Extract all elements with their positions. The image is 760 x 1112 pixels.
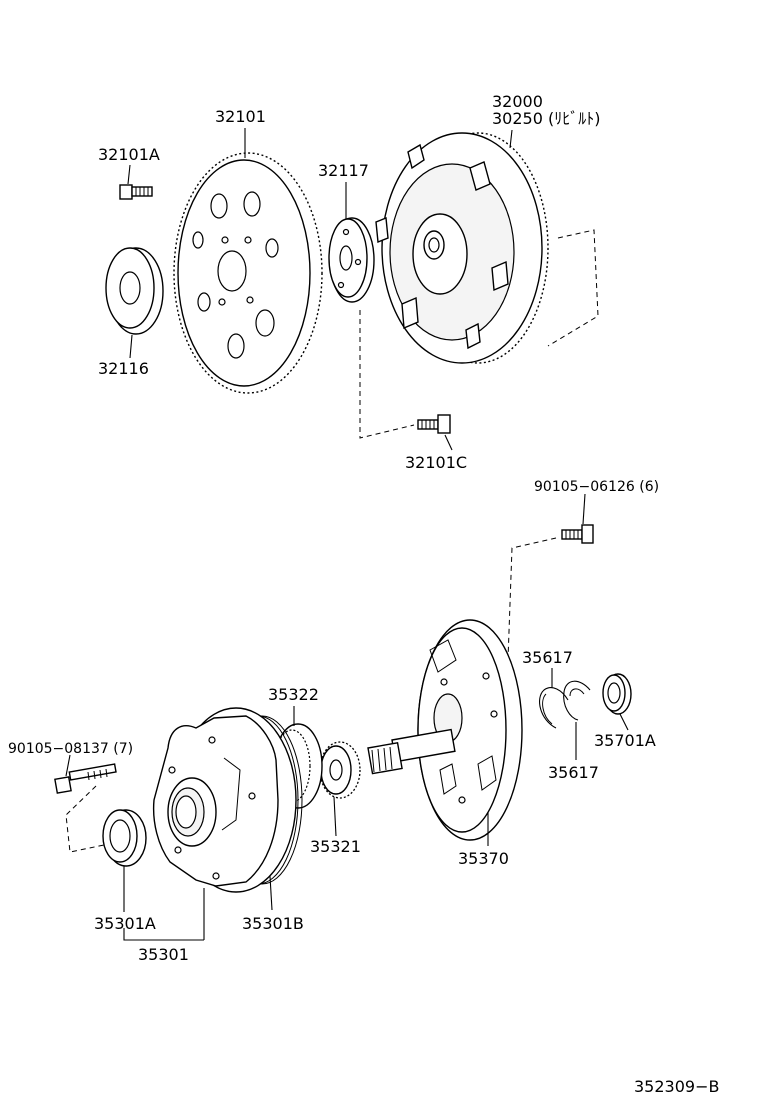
drive-plate-32117 [328, 217, 375, 303]
bolt-32101a [119, 184, 153, 200]
dashed-outline-converter [547, 229, 599, 347]
spacer-32116 [105, 247, 164, 335]
leader-90105-08137 [65, 754, 71, 777]
leader-32101c-label [444, 434, 453, 451]
label-35370: 35370 [458, 849, 509, 868]
leader-35701a [619, 713, 629, 731]
leader-32116 [129, 334, 133, 359]
leader-35321 [333, 796, 337, 837]
leader-32000 [509, 129, 513, 149]
dashed-leader-32101c [359, 310, 415, 439]
bracket-35301 [123, 928, 204, 941]
leader-32101a [127, 164, 131, 185]
label-35301b: 35301B [242, 914, 304, 933]
bolt-32101c [417, 414, 451, 434]
seal-ring-35701a [602, 673, 632, 715]
label-32116: 32116 [98, 359, 149, 378]
label-35617-bottom: 35617 [548, 763, 599, 782]
bolt-90105-06126 [561, 524, 594, 544]
flexplate-32101 [173, 152, 323, 394]
label-32000: 32000 [492, 92, 543, 111]
label-35701a: 35701A [594, 731, 656, 750]
label-90105-08137: 90105−08137 (7) [8, 741, 133, 757]
label-32117: 32117 [318, 161, 369, 180]
diagram-code: 352309−B [634, 1077, 719, 1096]
label-35321: 35321 [310, 837, 361, 856]
label-90105-06126: 90105−06126 (6) [534, 479, 659, 495]
label-30250: 30250 (ﾘﾋﾞﾙﾄ) [492, 109, 600, 128]
dashed-leader-bolt [65, 785, 105, 853]
label-35322: 35322 [268, 685, 319, 704]
label-35301: 35301 [138, 945, 189, 964]
snap-ring-35617-top [539, 687, 569, 729]
label-32101: 32101 [215, 107, 266, 126]
label-35617-top: 35617 [522, 648, 573, 667]
torque-converter-32000 [375, 132, 549, 364]
oil-pump-body-35301 [152, 707, 297, 893]
stator-shaft-35370 [367, 619, 523, 841]
oil-seal-35301a [102, 809, 147, 867]
label-32101c: 32101C [405, 453, 467, 472]
label-32101a: 32101A [98, 145, 160, 164]
label-35301a: 35301A [94, 914, 156, 933]
drive-gear-35321 [319, 741, 361, 799]
bolt-90105-08137 [54, 763, 117, 794]
leader-35301b [269, 875, 273, 911]
snap-ring-35617-bottom [563, 680, 591, 721]
leader-90105-06126 [582, 493, 586, 525]
